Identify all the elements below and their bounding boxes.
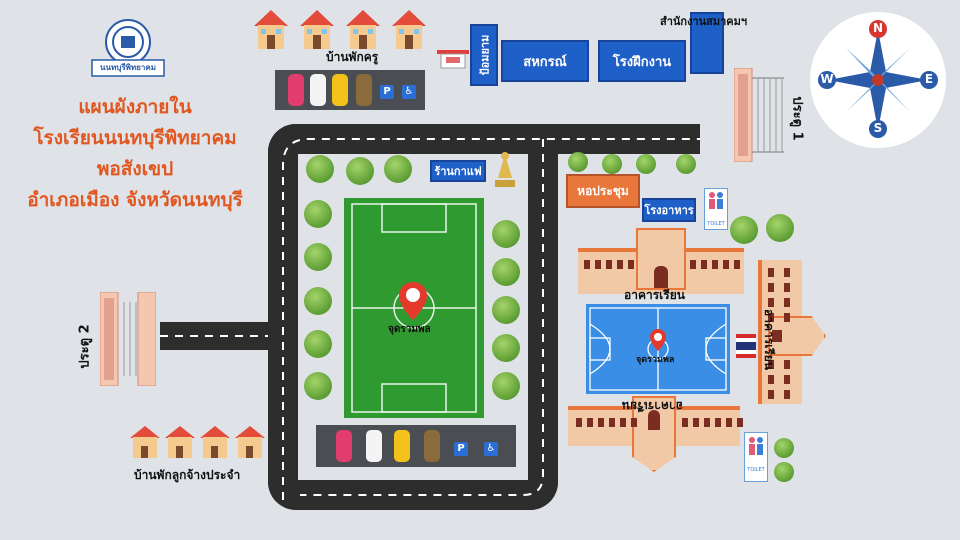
car-icon xyxy=(366,430,382,462)
tree-icon xyxy=(304,330,332,358)
teacher-houses-label: บ้านพักครู xyxy=(326,50,379,64)
tree-icon xyxy=(304,200,332,228)
tree-icon xyxy=(492,258,520,286)
hall-label: หอประชุม xyxy=(577,183,629,198)
compass-s: S xyxy=(873,121,883,135)
cafe-label: ร้านกาแฟ xyxy=(434,165,482,178)
toilet-label: TOILET xyxy=(747,467,765,473)
tree-icon xyxy=(492,296,520,324)
toilet-top: TOILET xyxy=(704,188,728,230)
guard-house-label: ป้อมยาม xyxy=(478,34,491,76)
classroom-building-bottom-label: อาคารเรียน xyxy=(622,399,683,413)
tree-icon xyxy=(774,462,794,482)
school-emblem-icon xyxy=(91,19,165,77)
guard-house: ป้อมยาม xyxy=(470,24,498,86)
workshop-label: โรงฝึกงาน xyxy=(612,54,672,70)
tree-icon xyxy=(346,157,374,185)
tree-icon xyxy=(568,152,588,172)
assembly-point-pin-icon xyxy=(399,282,427,320)
classroom-building-bottom xyxy=(568,396,743,472)
thai-flag-icon xyxy=(736,334,756,358)
toilet-label: TOILET xyxy=(707,221,725,227)
court-assembly-label: จุดรวมพล xyxy=(636,355,675,365)
car-icon xyxy=(394,430,410,462)
office-building xyxy=(690,12,724,74)
tree-icon xyxy=(304,287,332,315)
gate-1-label: ประตู 1 xyxy=(789,96,805,141)
staff-houses-icon xyxy=(130,426,265,458)
compass-e: E xyxy=(924,72,934,86)
field-assembly-label: จุดรวมพล xyxy=(388,324,431,335)
toilet-bottom: TOILET xyxy=(744,432,768,482)
map-title: แผนผังภายใน โรงเรียนนนทบุรีพิทยาคม พอสัง… xyxy=(10,92,260,216)
toilet-icon xyxy=(709,192,723,209)
car-icon xyxy=(336,430,352,462)
cooperative-building: สหกรณ์ xyxy=(501,40,589,82)
logo-text: นนทบุรีพิทยาคม xyxy=(100,63,156,72)
tree-icon xyxy=(730,216,758,244)
car-icon xyxy=(332,74,348,106)
tree-icon xyxy=(306,155,334,183)
classroom-building-side xyxy=(758,260,826,404)
compass-rose-icon xyxy=(818,20,938,138)
tree-icon xyxy=(636,154,656,174)
accessible-parking-icon: ♿ xyxy=(484,442,498,456)
parking-sign-icon: P xyxy=(454,442,468,456)
football-field: จุดรวมพล xyxy=(344,198,484,418)
statue-icon xyxy=(495,152,515,187)
parking-sign-icon: P xyxy=(380,85,394,99)
tree-icon xyxy=(766,214,794,242)
basketball-court: จุดรวมพล xyxy=(586,304,730,394)
tree-icon xyxy=(492,220,520,248)
tree-icon xyxy=(676,154,696,174)
canteen-label: โรงอาหาร xyxy=(644,204,694,217)
tree-icon xyxy=(304,372,332,400)
hall-building: หอประชุม xyxy=(566,174,640,208)
cooperative-label: สหกรณ์ xyxy=(523,54,567,70)
teacher-houses-icon xyxy=(254,10,426,49)
gate-2-label: ประตู 2 xyxy=(77,324,93,369)
tree-icon xyxy=(304,243,332,271)
gate-1-icon xyxy=(734,68,784,162)
toilet-icon xyxy=(749,437,763,455)
tree-icon xyxy=(492,372,520,400)
compass-w: W xyxy=(820,72,834,86)
field-lines xyxy=(351,203,477,413)
logo: นนทบุรีพิทยาคม xyxy=(88,14,168,80)
title-line-1: แผนผังภายใน xyxy=(78,96,192,118)
classroom-building-label: อาคารเรียน xyxy=(624,288,685,302)
canteen-building: โรงอาหาร xyxy=(642,198,696,222)
workshop-building: โรงฝึกงาน xyxy=(598,40,686,82)
gate-2-icon xyxy=(100,292,156,386)
cafe-building: ร้านกาแฟ xyxy=(430,160,486,182)
accessible-parking-icon: ♿ xyxy=(402,85,416,99)
title-line-3: พอสังเขป xyxy=(96,158,174,180)
title-line-4: อำเภอเมือง จังหวัดนนทบุรี xyxy=(27,189,243,211)
tree-icon xyxy=(492,334,520,362)
tree-icon xyxy=(774,438,794,458)
tree-icon xyxy=(384,155,412,183)
staff-houses-label: บ้านพักลูกจ้างประจำ xyxy=(134,468,241,482)
office-label: สำนักงานสมาคมฯ xyxy=(660,15,748,28)
assembly-point-pin-icon xyxy=(650,329,666,351)
car-icon xyxy=(356,74,372,106)
title-line-2: โรงเรียนนนทบุรีพิทยาคม xyxy=(33,127,237,149)
tree-icon xyxy=(602,154,622,174)
classroom-building-side-label: อาคารเรียน xyxy=(761,309,776,370)
guard-gate-icon xyxy=(437,50,469,69)
car-icon xyxy=(288,74,304,106)
compass: N S W E xyxy=(810,12,946,148)
compass-n: N xyxy=(872,21,884,35)
car-icon xyxy=(424,430,440,462)
classroom-building-top xyxy=(578,228,744,294)
car-icon xyxy=(310,74,326,106)
